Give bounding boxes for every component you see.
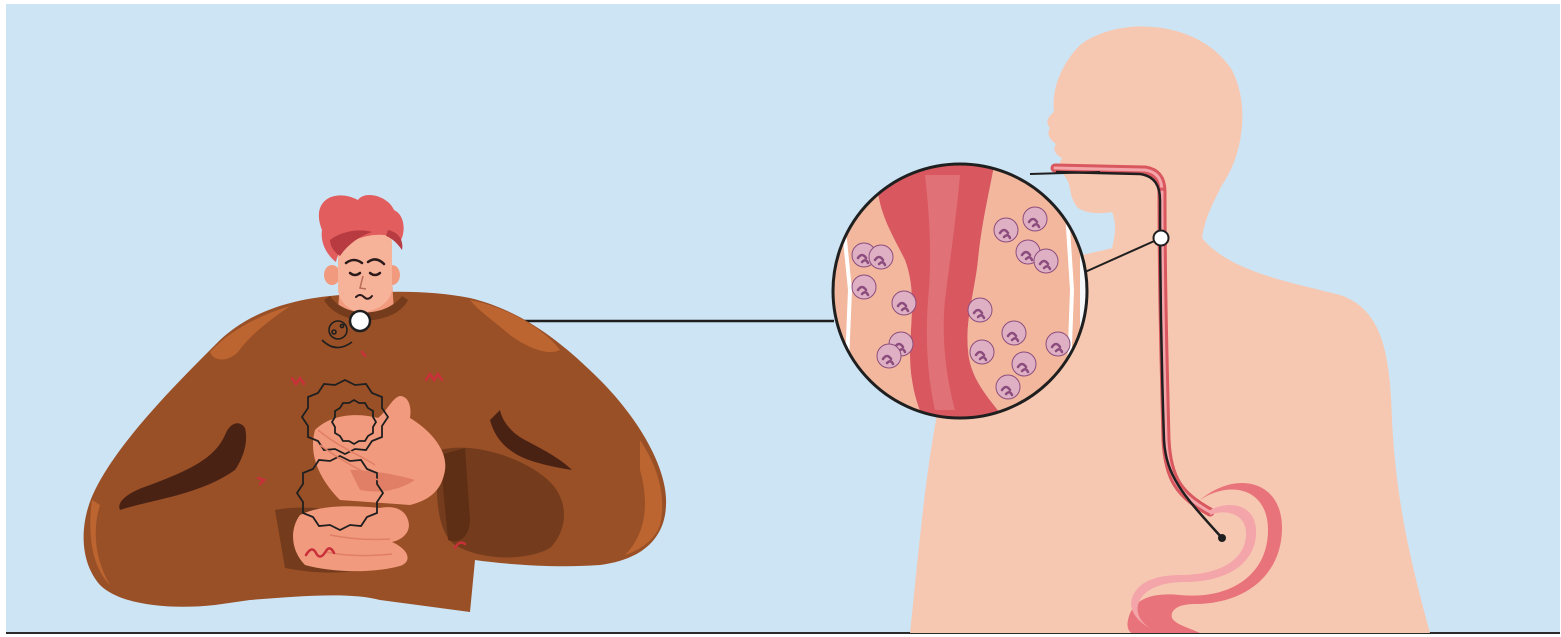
cell — [968, 298, 992, 322]
cell — [869, 245, 893, 269]
cell — [1023, 207, 1047, 231]
esophagus-marker-dot — [1154, 231, 1169, 246]
cell — [892, 291, 916, 315]
ear-left — [324, 265, 340, 285]
cell — [1012, 352, 1036, 376]
cell — [1034, 249, 1058, 273]
cell — [852, 275, 876, 299]
cell — [996, 375, 1020, 399]
cell — [994, 218, 1018, 242]
cell — [970, 340, 994, 364]
endoscope-tip — [1218, 534, 1226, 542]
throat-marker-dot — [350, 311, 370, 331]
cell — [1046, 332, 1070, 356]
cell — [1002, 321, 1026, 345]
cell — [877, 344, 901, 368]
